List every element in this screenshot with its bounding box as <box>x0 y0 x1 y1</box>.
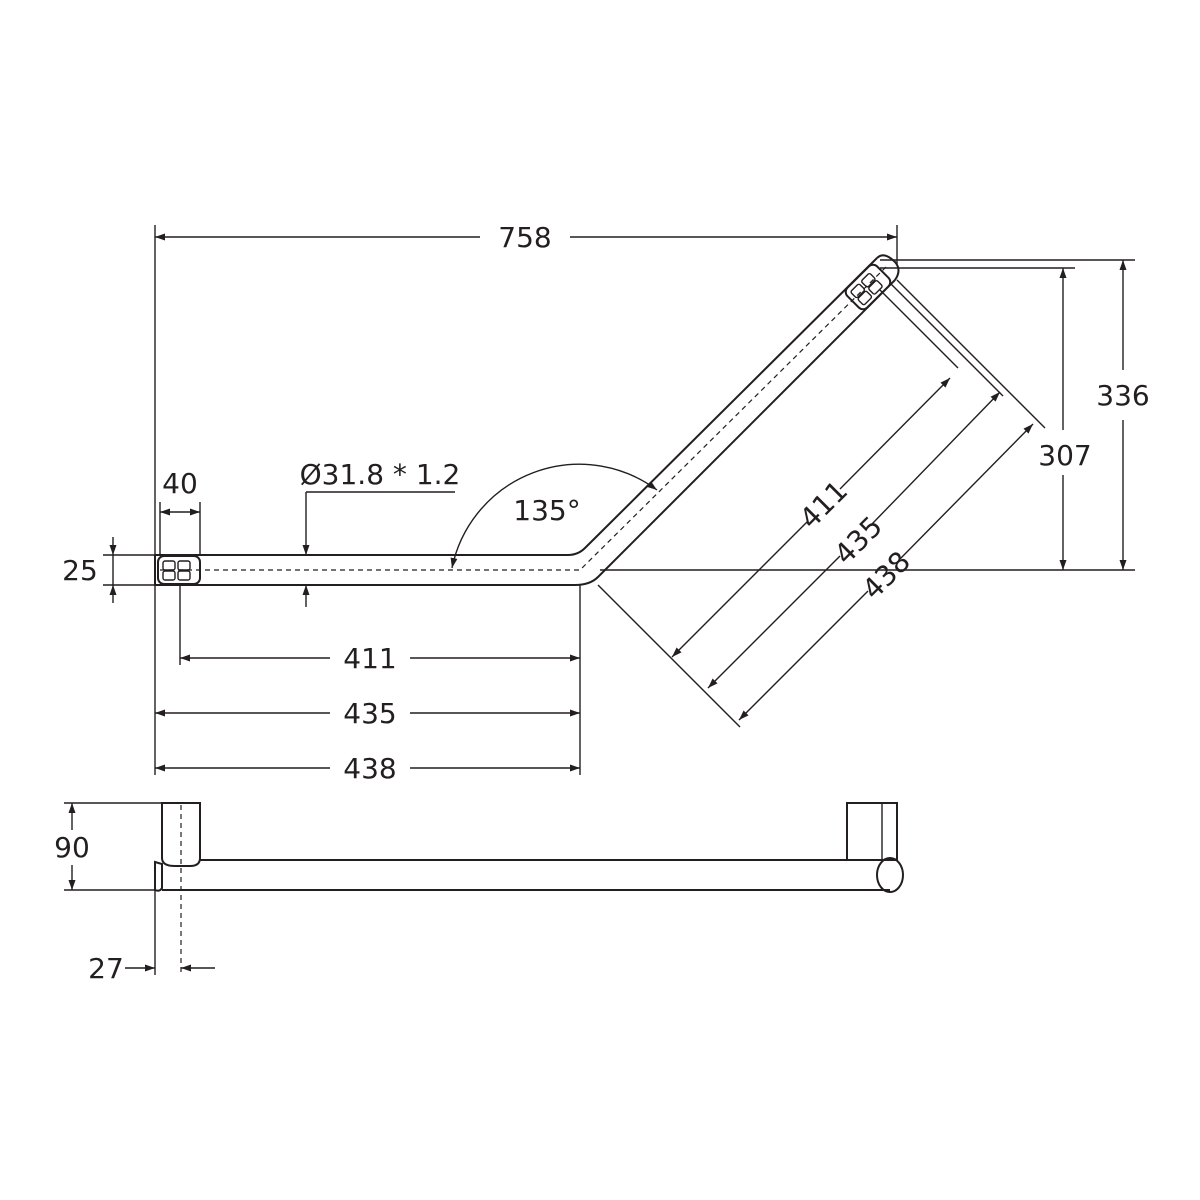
dim-tube-spec-label: Ø31.8 * 1.2 <box>300 458 461 491</box>
dim-307-label: 307 <box>1038 439 1091 472</box>
dim-projection: 90 <box>54 803 90 890</box>
dim-336-label: 336 <box>1096 379 1149 412</box>
dim-90-label: 90 <box>54 831 90 864</box>
dim-25-label: 25 <box>62 554 98 587</box>
dim-end-length: 40 <box>160 467 200 516</box>
bar-top-view <box>154 254 900 586</box>
dim-758-label: 758 <box>498 221 551 254</box>
dim-435-label: 435 <box>343 697 396 730</box>
dim-straight-411: 411 <box>180 642 580 675</box>
dim-angled-438: 438 <box>738 423 1034 721</box>
dim-overall-width: 758 <box>155 221 897 254</box>
dim-angled-435: 435 <box>707 391 1001 689</box>
dim-411-label: 411 <box>343 642 396 675</box>
dim-40-label: 40 <box>162 467 198 500</box>
bar-side-view <box>154 802 904 975</box>
dim-straight-438: 438 <box>155 752 580 785</box>
dim-27-label: 27 <box>88 952 124 985</box>
dim-angle: 135° <box>450 463 658 569</box>
dim-tube-width: 25 <box>62 537 117 603</box>
dim-135-label: 135° <box>513 494 580 527</box>
left-flange-icon <box>157 555 201 585</box>
dim-overall-height: 336 <box>1096 260 1150 570</box>
dim-438-label: 438 <box>343 752 396 785</box>
right-flange-icon <box>844 263 892 311</box>
dim-straight-435: 435 <box>155 697 580 730</box>
dim-tube-spec: Ø31.8 * 1.2 <box>300 458 461 607</box>
extension-lines <box>103 225 1135 775</box>
side-extension-lines <box>64 802 162 975</box>
dim-flange-offset: 27 <box>88 952 215 985</box>
dim-angled-height: 307 <box>1038 268 1092 570</box>
dim-angled-411: 411 <box>671 377 951 658</box>
